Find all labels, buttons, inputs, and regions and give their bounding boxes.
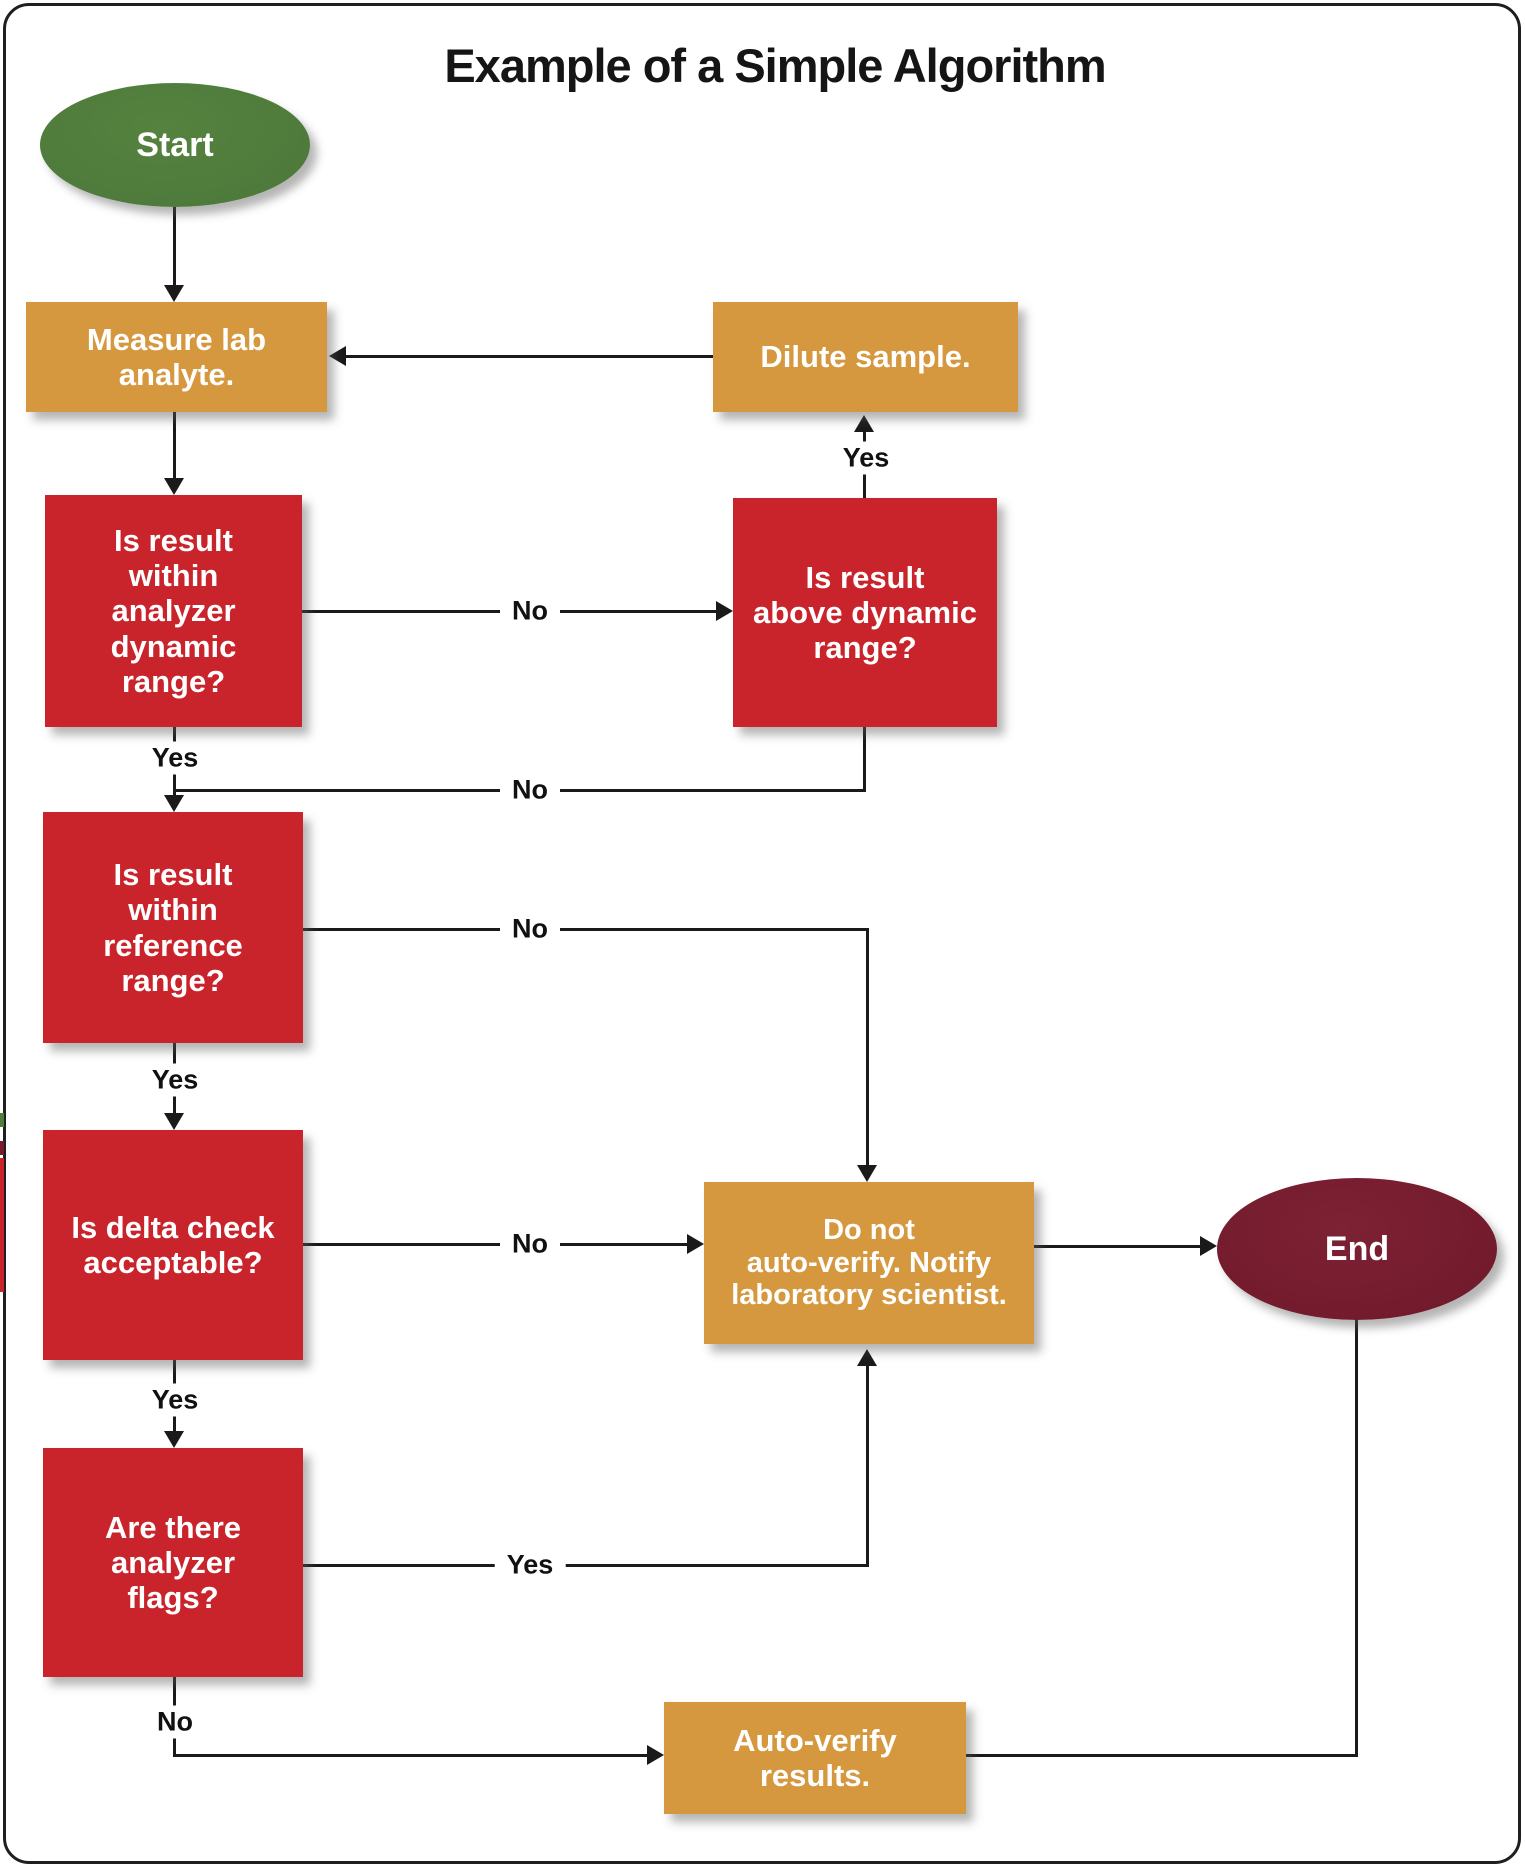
edge-dilute-measure xyxy=(344,355,713,358)
node-dilute-sample: Dilute sample. xyxy=(713,302,1018,412)
edge-label-above-no: No xyxy=(500,773,560,807)
edge-flags-notify-horizontal xyxy=(303,1564,869,1567)
node-measure-label: Measure lab analyte. xyxy=(86,321,267,392)
arrowhead-delta-notify xyxy=(687,1234,704,1254)
arrowhead-delta-flags xyxy=(164,1431,184,1448)
arrowhead-flags-autoverify xyxy=(647,1745,664,1765)
node-autoverify-results-label: Auto-verify results. xyxy=(733,1722,897,1793)
edge-label-delta-no: No xyxy=(500,1227,560,1261)
arrowhead-dilute-measure xyxy=(329,346,346,366)
node-do-not-autoverify-label: Do not auto-verify. Notify laboratory sc… xyxy=(731,1213,1007,1312)
node-start: Start xyxy=(40,83,310,207)
edge-autoverify-end-horizontal xyxy=(966,1754,1358,1757)
edge-label-reference-no: No xyxy=(500,912,560,946)
edge-autoverify-end-vertical xyxy=(1355,1318,1358,1757)
node-dilute-label: Dilute sample. xyxy=(760,339,971,375)
node-delta-check-label: Is delta check acceptable? xyxy=(71,1209,275,1280)
node-above-range-label: Is result above dynamic range? xyxy=(753,559,977,665)
edge-label-reference-yes: Yes xyxy=(139,1063,211,1097)
edge-label-flags-yes: Yes xyxy=(494,1548,566,1582)
node-analyzer-flags-label: Are there analyzer flags? xyxy=(104,1509,242,1615)
edge-label-above-yes: Yes xyxy=(830,441,902,475)
edge-notify-end xyxy=(1034,1245,1202,1248)
edge-artifact-red xyxy=(0,1158,4,1292)
node-dynamic-range-label: Is result within analyzer dynamic range? xyxy=(110,523,237,699)
arrowhead-reference-notify xyxy=(857,1165,877,1182)
node-autoverify-results: Auto-verify results. xyxy=(664,1702,966,1814)
edge-artifact-maroon xyxy=(0,1141,4,1155)
node-reference-range-label: Is result within reference range? xyxy=(103,857,243,998)
arrowhead-reference-delta xyxy=(164,1113,184,1130)
edge-label-flags-no: No xyxy=(145,1705,205,1739)
node-measure-lab-analyte: Measure lab analyte. xyxy=(26,302,327,412)
node-end-label: End xyxy=(1324,1229,1390,1268)
arrowhead-flags-notify xyxy=(857,1349,877,1366)
diagram-title: Example of a Simple Algorithm xyxy=(444,39,1106,92)
edge-artifact-green xyxy=(0,1113,4,1127)
node-delta-check: Is delta check acceptable? xyxy=(43,1130,303,1360)
edge-flags-autoverify-horizontal xyxy=(173,1754,649,1757)
edge-start-measure xyxy=(173,207,176,287)
arrowhead-dynamic-reference xyxy=(164,795,184,812)
edge-above-no-vertical xyxy=(863,727,866,792)
edge-flags-notify-vertical xyxy=(866,1365,869,1567)
edge-measure-dynamic xyxy=(173,412,176,480)
edge-reference-notify-horizontal xyxy=(303,928,869,931)
arrowhead-notify-end xyxy=(1200,1236,1217,1256)
edge-delta-notify xyxy=(303,1243,689,1246)
arrowhead-measure-dynamic xyxy=(164,478,184,495)
node-dynamic-range: Is result within analyzer dynamic range? xyxy=(45,495,302,727)
edge-label-dynamic-no: No xyxy=(500,594,560,628)
arrowhead-dynamic-above xyxy=(716,601,733,621)
edge-label-delta-yes: Yes xyxy=(139,1383,211,1417)
node-analyzer-flags: Are there analyzer flags? xyxy=(43,1448,303,1677)
node-reference-range: Is result within reference range? xyxy=(43,812,303,1043)
node-do-not-autoverify: Do not auto-verify. Notify laboratory sc… xyxy=(704,1182,1034,1344)
edge-label-dynamic-yes: Yes xyxy=(139,741,211,775)
node-start-label: Start xyxy=(136,125,214,164)
arrowhead-above-dilute xyxy=(854,415,874,432)
node-end: End xyxy=(1217,1178,1497,1320)
arrowhead-start-measure xyxy=(164,285,184,302)
edge-reference-notify-vertical xyxy=(866,928,869,1165)
node-above-range: Is result above dynamic range? xyxy=(733,498,997,727)
